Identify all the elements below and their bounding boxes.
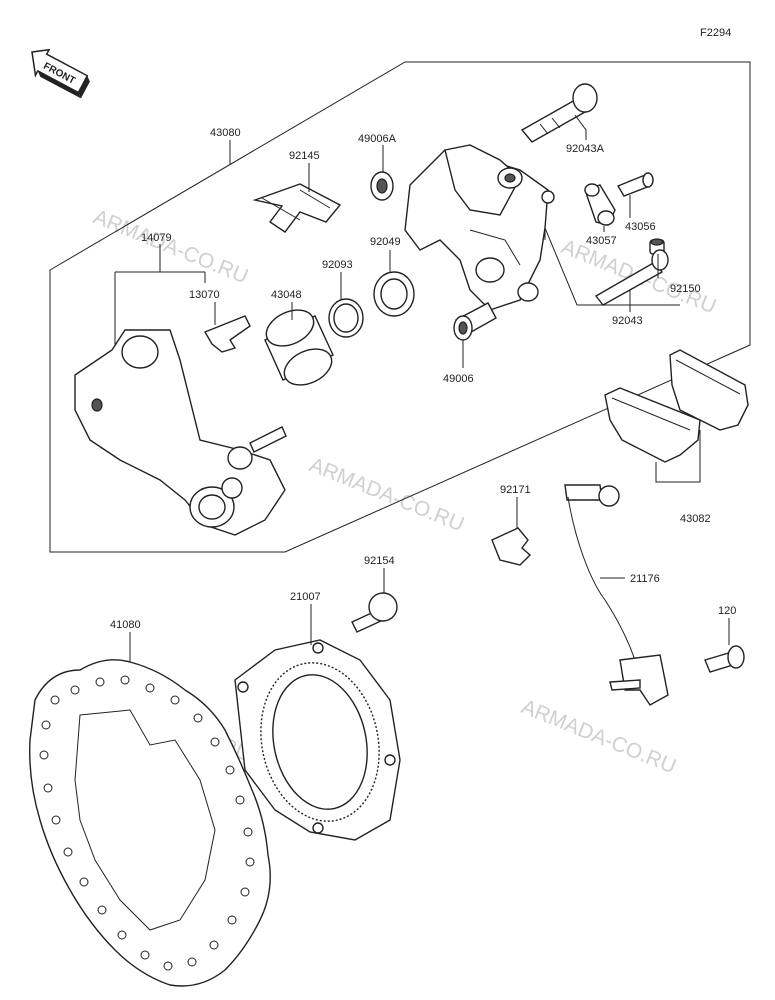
- watermark-1: ARMADA-CO.RU: [90, 205, 251, 288]
- label-13070: 13070: [189, 289, 220, 301]
- leader-lines: [114, 114, 730, 662]
- label-43080: 43080: [210, 127, 241, 139]
- bolt-92043a: [520, 83, 598, 143]
- piston: [264, 309, 334, 386]
- label-43048: 43048: [271, 289, 302, 301]
- part-labels: 43080 92145 49006A 92043A 43056 14079 13…: [110, 127, 736, 631]
- label-14079: 14079: [141, 232, 172, 244]
- label-43056: 43056: [625, 221, 656, 233]
- pad-spring: [252, 183, 342, 233]
- label-92043: 92043: [612, 315, 643, 327]
- label-43082: 43082: [680, 513, 711, 525]
- label-92093: 92093: [322, 259, 353, 271]
- caliper-bracket: [74, 329, 287, 536]
- pad-clip: [203, 315, 251, 353]
- figure-code: F2294: [700, 27, 731, 39]
- watermark-5: ARMADA-CO.RU: [518, 695, 679, 778]
- label-92154: 92154: [364, 555, 395, 567]
- dust-seal: [328, 298, 364, 338]
- front-arrow-icon: FRONT: [31, 48, 90, 99]
- label-41080: 41080: [110, 619, 141, 631]
- bolt-92043: [594, 249, 669, 306]
- assembly-frame: [49, 61, 751, 553]
- caliper-body: [404, 144, 555, 311]
- label-49006a: 49006A: [358, 133, 397, 145]
- label-21007: 21007: [290, 591, 321, 603]
- disc-bolt: [351, 592, 398, 633]
- abs-sensor: [564, 484, 669, 706]
- label-49006: 49006: [443, 373, 474, 385]
- label-92145: 92145: [289, 150, 320, 162]
- piston-seal: [373, 271, 415, 317]
- brake-pads: [604, 349, 749, 463]
- label-43057: 43057: [586, 235, 617, 247]
- sensor-bolt: [704, 645, 745, 673]
- subframe-bolts: [544, 227, 680, 306]
- label-92043a: 92043A: [566, 143, 605, 155]
- bleeder-valve: [616, 172, 654, 197]
- brake-disc: [29, 659, 271, 987]
- label-92150: 92150: [670, 283, 701, 295]
- boot-large: [453, 302, 497, 341]
- bleeder-cap: [584, 183, 616, 226]
- sensor-clip: [491, 527, 532, 566]
- disc-holes: [39, 675, 255, 971]
- label-92049: 92049: [370, 236, 401, 248]
- label-21176: 21176: [630, 573, 660, 585]
- abs-rotor-ring: [234, 639, 401, 841]
- watermark-3: ARMADA-CO.RU: [306, 453, 467, 536]
- boot-small: [370, 171, 394, 201]
- label-120: 120: [718, 605, 736, 617]
- label-92171: 92171: [500, 484, 531, 496]
